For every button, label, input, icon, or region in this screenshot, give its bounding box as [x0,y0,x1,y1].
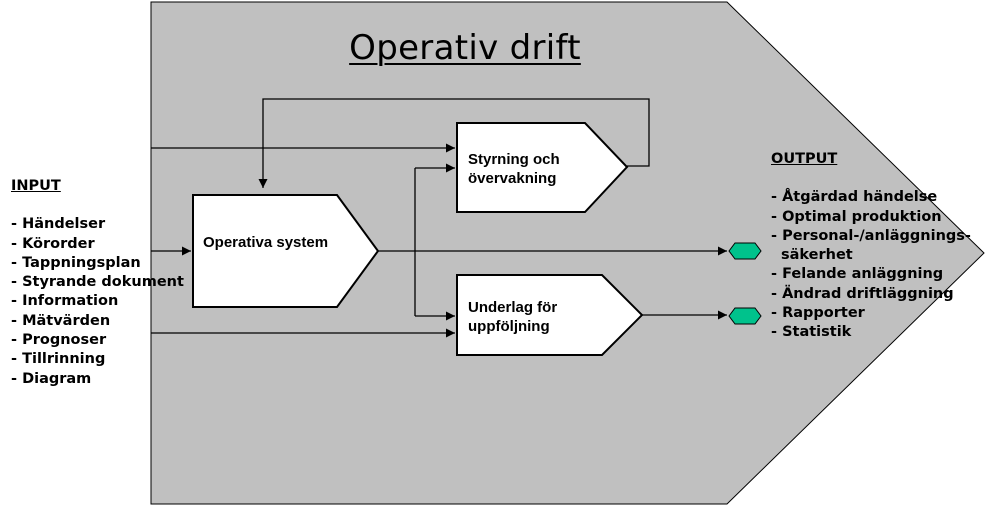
output-item: - Rapporter [771,305,865,322]
label-operativa-system: Operativa system [203,234,329,251]
input-item: - Information [11,293,119,310]
input-item: - Körorder [11,235,95,252]
input-item: - Tillrinning [11,351,106,368]
output-item: - Personal-/anläggnings- säkerhet [771,227,971,266]
output-item: - Felande anläggning [771,266,944,283]
input-item: - Händelser [11,216,106,233]
output-heading: OUTPUT [771,151,838,167]
output-item: - Statistik [771,324,852,341]
process-chevron-shape [150,1,985,505]
label-underlag: Underlag för uppföljning [468,298,557,336]
connector-hexagon-bottom [728,307,762,325]
diagram-title: Operativ drift [349,28,581,68]
box-styrning [456,122,629,213]
output-item: - Åtgärdad händelse [771,189,938,206]
input-item: - Diagram [11,370,92,387]
feedback-loop-line [258,98,650,188]
input-item: - Prognoser [11,332,107,349]
label-underlag-line-1: Underlag för [468,299,558,316]
label-styrning-line-1: Styrning och [468,151,560,168]
output-item: - Ändrad driftläggning [771,285,954,302]
label-styrning: Styrning och övervakning [468,150,560,188]
label-underlag-line-2: uppföljning [468,318,550,335]
input-heading: INPUT [11,178,61,194]
box-underlag [456,274,644,356]
input-item: - Tappningsplan [11,254,141,271]
output-list: OUTPUT - Åtgärdad händelse - Optimal pro… [771,150,971,343]
output-item: - Optimal produktion [771,208,942,225]
label-styrning-line-2: övervakning [468,170,557,187]
input-list: INPUT - Händelser - Körorder - Tappnings… [11,177,184,389]
input-item: - Styrande dokument [11,274,184,291]
box-operativa-system [192,194,380,308]
input-item: - Mätvärden [11,312,111,329]
output-item-continuation: säkerhet [781,247,853,264]
connector-hexagon-top [728,242,762,260]
